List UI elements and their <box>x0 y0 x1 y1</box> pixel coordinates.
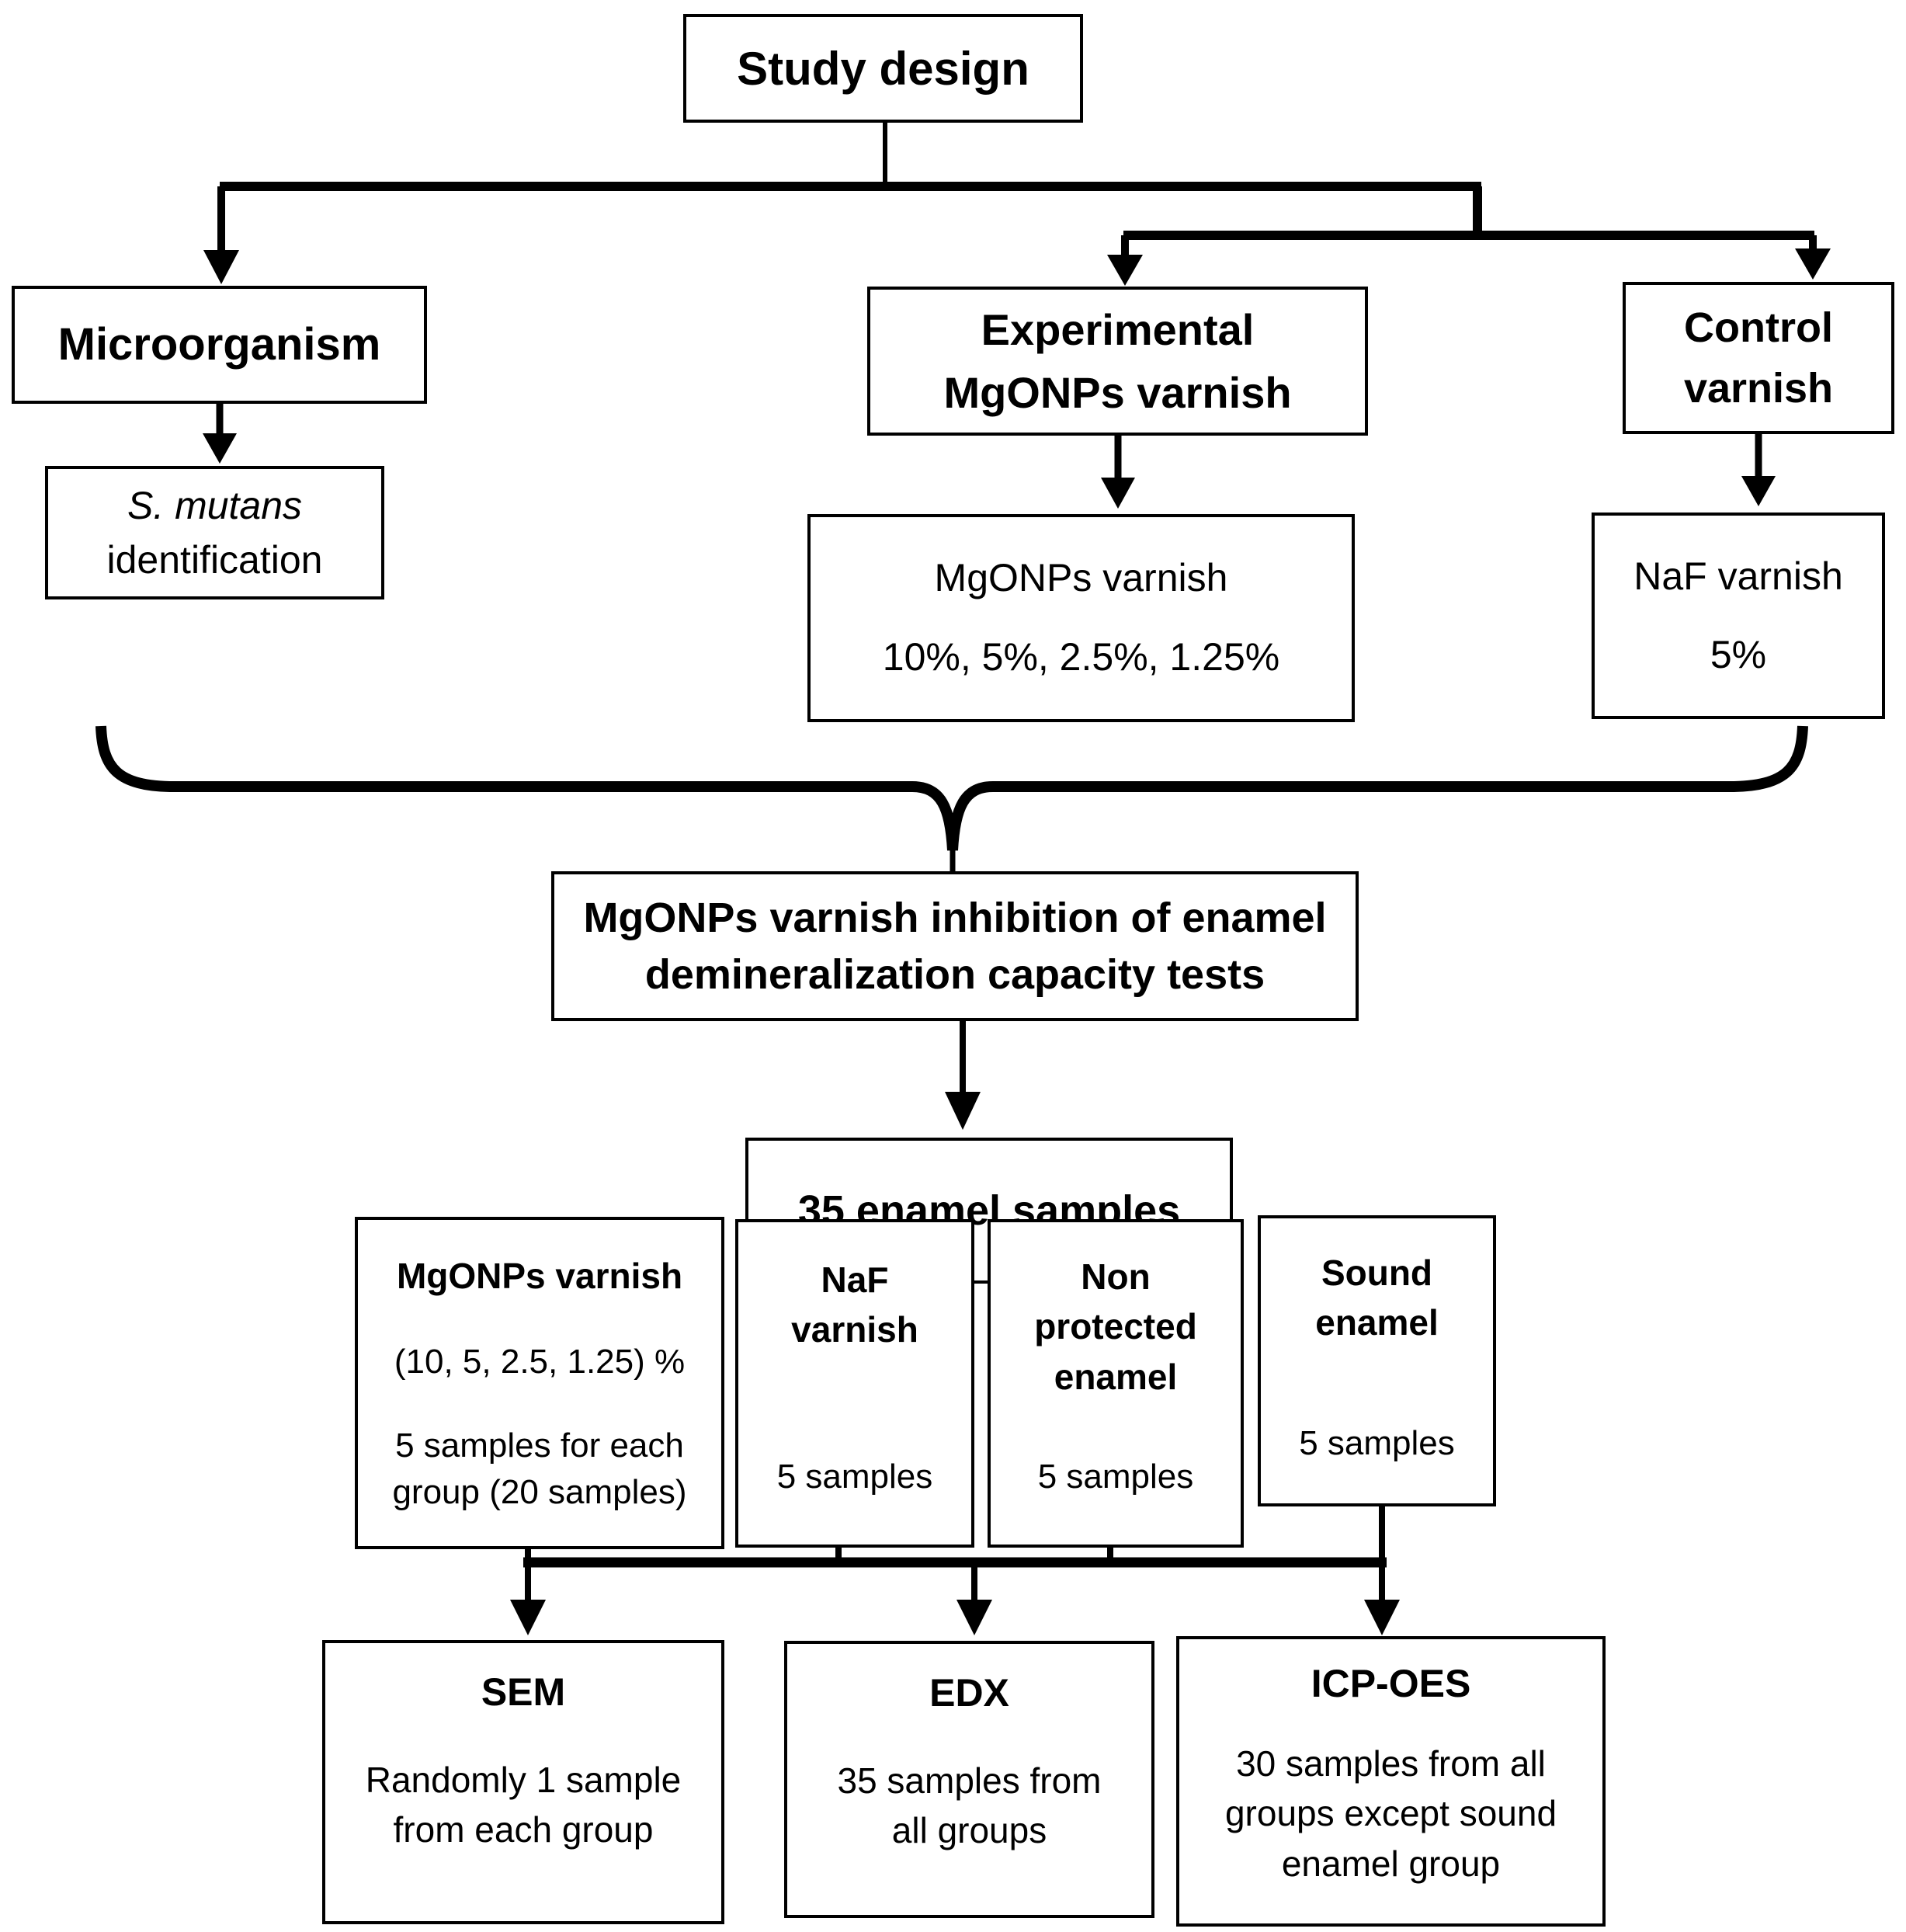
group-nonprotected-box: Non protected enamel 5 samples <box>988 1219 1244 1548</box>
icp-desc-line3: enamel group <box>1281 1843 1501 1884</box>
icp-desc-line1: 30 samples from all <box>1236 1743 1546 1784</box>
sem-title: SEM <box>481 1670 566 1714</box>
group-sound-enamel-box: Sound enamel 5 samples <box>1258 1215 1496 1506</box>
group-sound-count: 5 samples <box>1299 1423 1455 1462</box>
edx-description: 35 samples from all groups <box>837 1756 1101 1856</box>
group-naf-box: NaF varnish 5 samples <box>735 1219 974 1548</box>
edx-desc-line1: 35 samples from <box>837 1760 1102 1801</box>
arrow-to-edx-head <box>956 1600 992 1635</box>
group-naf-title-line2: varnish <box>791 1309 918 1350</box>
naf-varnish-box: NaF varnish 5% <box>1592 513 1885 719</box>
arrow-to-naf-head <box>1741 476 1776 506</box>
smutans-species-label: S. mutans <box>127 484 303 527</box>
group-sound-title-line2: enamel <box>1315 1302 1439 1343</box>
sem-desc-line1: Randomly 1 sample <box>365 1760 682 1800</box>
group-nonprotected-title-line2: protected <box>1034 1306 1197 1347</box>
group-mgonps-desc-line1: 5 samples for each <box>395 1426 684 1465</box>
arrow-to-sem-head <box>510 1600 546 1635</box>
microorganism-box: Microorganism <box>12 286 427 404</box>
group-nonprotected-count: 5 samples <box>1037 1457 1194 1496</box>
inhibition-tests-box: MgONPs varnish inhibition of enamel demi… <box>551 871 1359 1021</box>
study-design-title: Study design <box>737 42 1029 95</box>
icp-desc-line2: groups except sound <box>1224 1793 1557 1834</box>
group-naf-title-line1: NaF <box>821 1260 889 1300</box>
edx-box: EDX 35 samples from all groups <box>784 1641 1154 1918</box>
experimental-line2: MgONPs varnish <box>943 368 1292 417</box>
sem-description: Randomly 1 sample from each group <box>366 1755 682 1855</box>
edx-title: EDX <box>929 1671 1009 1715</box>
icp-oes-box: ICP-OES 30 samples from all groups excep… <box>1176 1636 1606 1927</box>
mgonps-concentrations-values: 10%, 5%, 2.5%, 1.25% <box>882 635 1280 679</box>
arrow-to-icp-head <box>1364 1600 1400 1635</box>
control-varnish-box: Control varnish <box>1623 282 1894 434</box>
experimental-varnish-box: Experimental MgONPs varnish <box>867 287 1368 436</box>
mgonps-concentrations-title: MgONPs varnish <box>934 556 1228 600</box>
smutans-identification-box: S. mutans identification <box>45 466 384 599</box>
arrow-to-conc-head <box>1101 478 1135 509</box>
microorganism-title: Microorganism <box>57 318 381 370</box>
naf-varnish-value: 5% <box>1710 632 1767 676</box>
arrow-to-smutans-head <box>203 433 237 464</box>
experimental-line1: Experimental <box>981 304 1255 354</box>
naf-varnish-title: NaF varnish <box>1633 554 1843 598</box>
edx-desc-line2: all groups <box>891 1810 1047 1851</box>
group-sound-title-line1: Sound <box>1321 1253 1433 1293</box>
group-mgonps-desc-line2: group (20 samples) <box>392 1472 687 1511</box>
group-nonprotected-title-line1: Non <box>1081 1256 1151 1297</box>
group-sound-title: Sound enamel <box>1315 1248 1439 1348</box>
arrow-to-control-head <box>1795 248 1831 280</box>
study-design-box: Study design <box>683 14 1083 123</box>
group-naf-count: 5 samples <box>776 1457 933 1496</box>
group-mgonps-box: MgONPs varnish (10, 5, 2.5, 1.25) % 5 sa… <box>355 1217 724 1549</box>
control-line1: Control <box>1684 304 1833 351</box>
icp-oes-title: ICP-OES <box>1311 1662 1471 1705</box>
inhibition-line2: demineralization capacity tests <box>644 950 1265 998</box>
group-naf-title: NaF varnish <box>791 1255 918 1355</box>
group-mgonps-description: 5 samples for each group (20 samples) <box>392 1423 686 1515</box>
sem-desc-line2: from each group <box>393 1809 654 1850</box>
sem-box: SEM Randomly 1 sample from each group <box>322 1640 724 1924</box>
merge-brace <box>95 725 1808 851</box>
group-mgonps-concentrations: (10, 5, 2.5, 1.25) % <box>394 1343 686 1381</box>
mgonps-concentrations-box: MgONPs varnish 10%, 5%, 2.5%, 1.25% <box>807 514 1355 722</box>
arrow-to-microorganism-head <box>203 250 239 284</box>
icp-oes-description: 30 samples from all groups except sound … <box>1225 1739 1557 1889</box>
group-mgonps-title: MgONPs varnish <box>396 1256 683 1296</box>
inhibition-line1: MgONPs varnish inhibition of enamel <box>583 895 1327 941</box>
arrow-to-35samples-head <box>945 1092 981 1130</box>
group-nonprotected-title-line3: enamel <box>1054 1356 1178 1397</box>
control-line2: varnish <box>1683 365 1834 412</box>
smutans-identification-label: identification <box>106 538 323 582</box>
group-nonprotected-title: Non protected enamel <box>1034 1252 1197 1402</box>
arrow-to-experimental-head <box>1107 255 1143 286</box>
